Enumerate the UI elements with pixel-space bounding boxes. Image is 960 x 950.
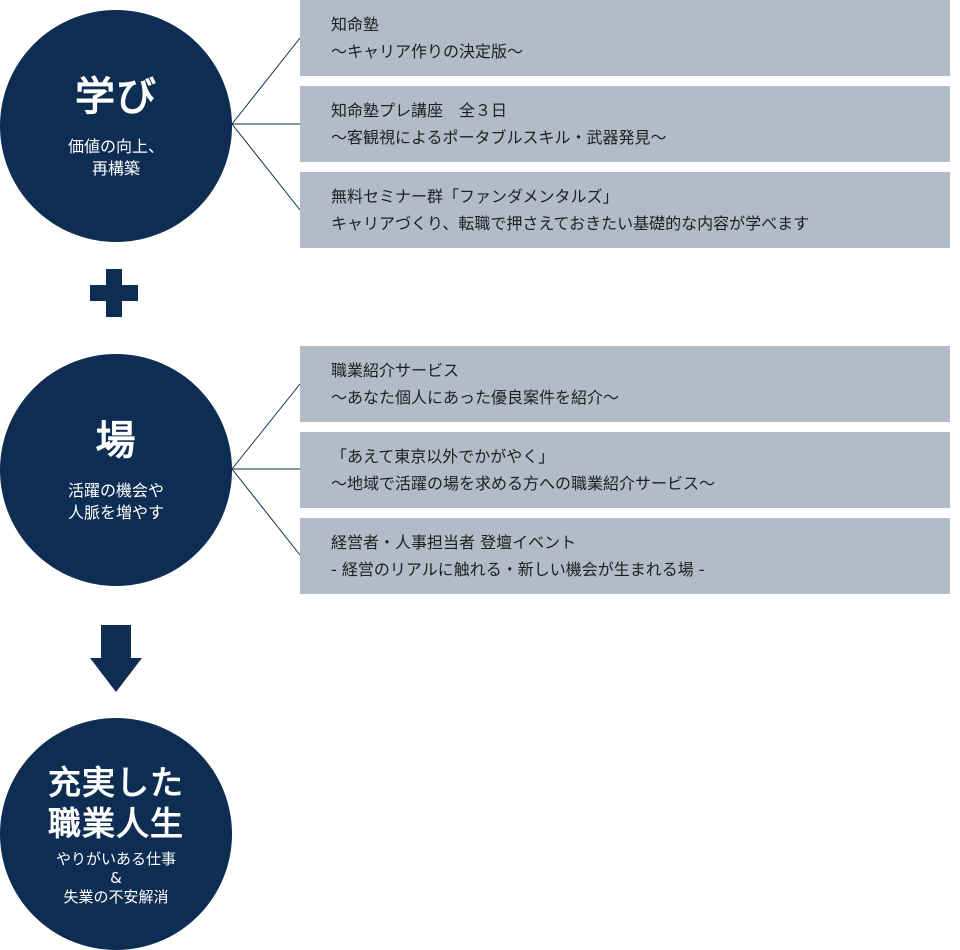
- learn-item-box: 知命塾プレ講座 全３日 〜客観視によるポータブルスキル・武器発見〜: [300, 86, 950, 162]
- place-item-desc: 〜あなた個人にあった優良案件を紹介〜: [331, 388, 620, 407]
- result-title: 充実した 職業人生: [48, 762, 184, 845]
- learn-item-desc: 〜キャリア作りの決定版〜: [331, 42, 524, 61]
- connector-place-3: [231, 468, 301, 556]
- place-item-desc: 〜地域で活躍の場を求める方への職業紹介サービス〜: [331, 474, 716, 493]
- place-item-title: 「あえて東京以外でかがやく」: [331, 447, 555, 466]
- learn-circle: 学び 価値の向上、 再構築: [0, 10, 232, 242]
- connector-place-1: [231, 383, 301, 470]
- place-subtitle: 活躍の機会や 人脈を増やす: [68, 480, 164, 523]
- result-subtitle-line: &: [110, 868, 122, 887]
- place-subtitle-line: 人脈を増やす: [67, 503, 164, 522]
- result-title-line: 充実した: [48, 762, 184, 802]
- learn-item-title: 無料セミナー群「ファンダメンタルズ」: [331, 187, 619, 206]
- place-subtitle-line: 活躍の機会や: [67, 481, 164, 501]
- result-subtitle-line: 失業の不安解消: [63, 887, 169, 906]
- learn-subtitle: 価値の向上、 再構築: [68, 136, 164, 179]
- place-item-title: 職業紹介サービス: [331, 361, 460, 380]
- result-circle: 充実した 職業人生 やりがいある仕事 & 失業の不安解消: [0, 718, 232, 950]
- learn-item-box: 無料セミナー群「ファンダメンタルズ」 キャリアづくり、転職で押さえておきたい基礎…: [300, 172, 950, 248]
- connector-learn-3: [231, 123, 301, 211]
- learn-subtitle-line: 価値の向上、: [67, 137, 164, 157]
- learn-item-desc: 〜客観視によるポータブルスキル・武器発見〜: [331, 128, 667, 147]
- arrow-down-icon: [90, 625, 142, 692]
- place-item-title: 経営者・人事担当者 登壇イベント: [331, 533, 577, 552]
- result-subtitle: やりがいある仕事 & 失業の不安解消: [56, 850, 176, 906]
- place-item-box: 職業紹介サービス 〜あなた個人にあった優良案件を紹介〜: [300, 346, 950, 422]
- place-item-box: 「あえて東京以外でかがやく」 〜地域で活躍の場を求める方への職業紹介サービス〜: [300, 432, 950, 508]
- place-item-box: 経営者・人事担当者 登壇イベント - 経営のリアルに触れる・新しい機会が生まれる…: [300, 518, 950, 594]
- place-item-desc: - 経営のリアルに触れる・新しい機会が生まれる場 -: [331, 560, 705, 579]
- learn-item-desc: キャリアづくり、転職で押さえておきたい基礎的な内容が学べます: [331, 214, 810, 233]
- result-title-line: 職業人生: [48, 803, 184, 843]
- place-title: 場: [95, 418, 137, 465]
- learn-title: 学び: [75, 74, 157, 121]
- plus-icon: [90, 269, 138, 317]
- connector-learn-1: [231, 37, 301, 125]
- result-subtitle-line: やりがいある仕事: [55, 850, 176, 869]
- learn-item-title: 知命塾: [331, 15, 380, 34]
- learn-subtitle-line: 再構築: [91, 159, 140, 178]
- learn-item-title: 知命塾プレ講座 全３日: [331, 101, 508, 120]
- learn-item-box: 知命塾 〜キャリア作りの決定版〜: [300, 0, 950, 76]
- place-circle: 場 活躍の機会や 人脈を増やす: [0, 354, 232, 586]
